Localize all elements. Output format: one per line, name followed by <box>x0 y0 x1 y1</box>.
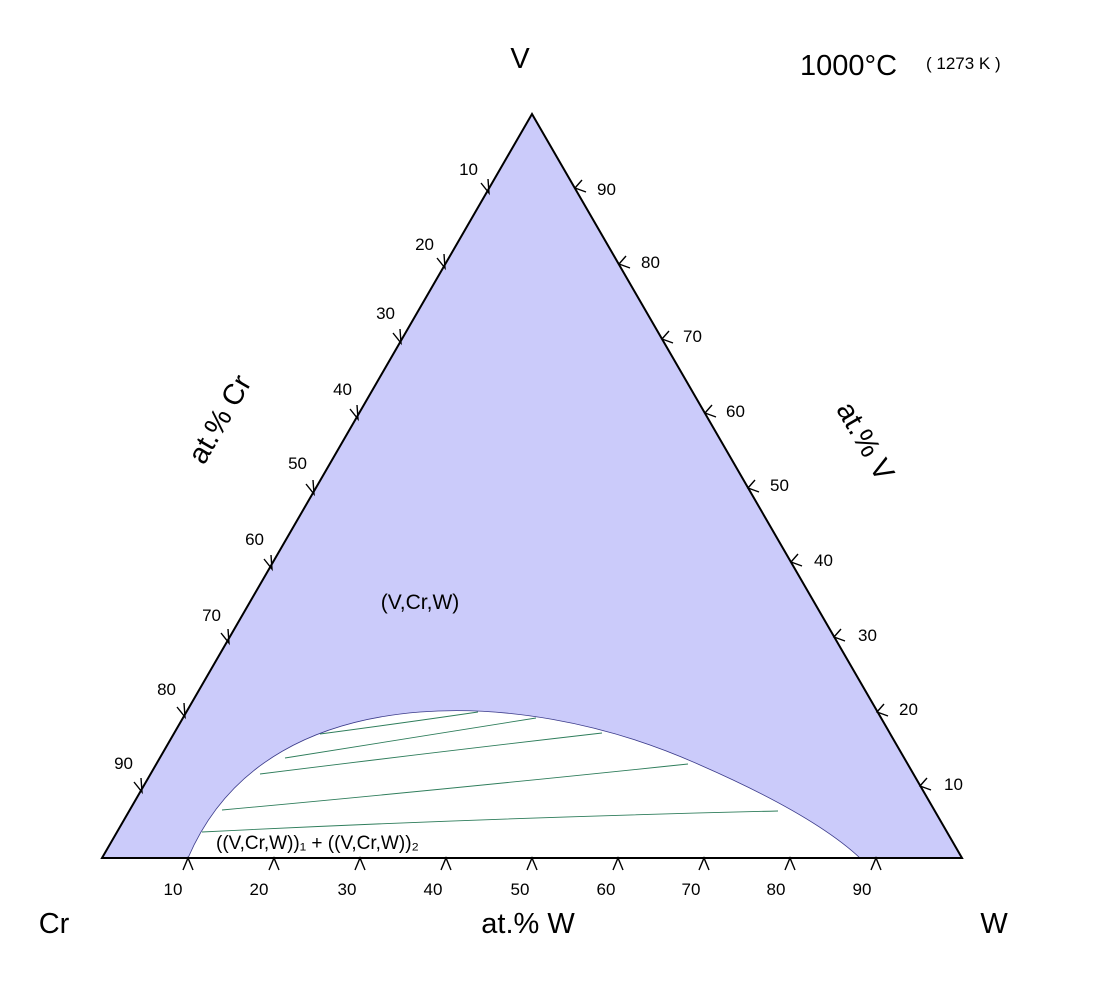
tick-mark <box>746 479 760 493</box>
tick-label: 70 <box>683 327 702 346</box>
tick-mark <box>182 856 194 871</box>
tick-label: 30 <box>338 880 357 899</box>
tick-label: 70 <box>682 880 701 899</box>
tick-mark <box>436 253 446 271</box>
component-label-top: V <box>510 43 530 75</box>
component-label-left: Cr <box>39 908 70 940</box>
tie-line <box>284 717 537 759</box>
region-label-two-phase: ((V,Cr,W))₁ + ((V,Cr,W))₂ <box>216 833 419 854</box>
tick-mark <box>349 404 359 422</box>
tick-mark <box>480 178 490 196</box>
tick-mark <box>526 856 538 871</box>
tick-mark <box>660 330 674 344</box>
tick-label: 50 <box>511 880 530 899</box>
tick-mark <box>133 777 143 795</box>
tick-label: 60 <box>726 402 745 421</box>
tick-mark <box>784 856 796 871</box>
tick-mark <box>617 255 631 269</box>
region-label-single-phase: (V,Cr,W) <box>381 591 460 614</box>
axis-title-right: at.% V <box>830 397 901 488</box>
tick-label: 40 <box>333 380 352 399</box>
tick-mark <box>870 856 882 871</box>
bottom-edge-tick-labels: 10 20 30 40 50 60 70 80 90 <box>164 880 872 899</box>
tick-label: 90 <box>597 180 616 199</box>
tick-label: 90 <box>853 880 872 899</box>
axis-title-left: at.% Cr <box>182 369 258 469</box>
single-phase-region <box>102 114 962 858</box>
tick-mark <box>305 479 315 497</box>
tick-mark <box>875 703 889 717</box>
component-label-right: W <box>980 908 1008 940</box>
tick-label: 80 <box>641 253 660 272</box>
tick-label: 10 <box>164 880 183 899</box>
tick-mark <box>220 628 230 646</box>
tick-mark <box>698 856 710 871</box>
tie-lines <box>201 711 779 833</box>
tick-label: 50 <box>288 454 307 473</box>
temperature-celsius: 1000°C <box>800 50 897 82</box>
tick-label: 70 <box>202 606 221 625</box>
tick-mark <box>612 856 624 871</box>
tick-mark <box>354 856 366 871</box>
tick-label: 30 <box>858 626 877 645</box>
tick-label: 20 <box>250 880 269 899</box>
tick-label: 40 <box>814 551 833 570</box>
tick-label: 80 <box>767 880 786 899</box>
tick-mark <box>392 328 402 346</box>
tick-mark <box>176 702 186 720</box>
tick-mark <box>918 777 932 791</box>
tick-label: 10 <box>944 775 963 794</box>
tick-marks <box>133 178 932 871</box>
tick-label: 20 <box>415 235 434 254</box>
tick-mark <box>263 554 273 572</box>
tick-mark <box>573 179 587 193</box>
tie-line <box>221 763 689 811</box>
tie-line <box>319 711 479 735</box>
tick-label: 80 <box>157 680 176 699</box>
tie-line <box>201 810 779 833</box>
tie-line <box>259 732 603 775</box>
tick-label: 30 <box>376 304 395 323</box>
tick-mark <box>440 856 452 871</box>
tick-mark <box>703 404 717 418</box>
left-edge-tick-labels: 10 20 30 40 50 60 70 80 90 <box>114 160 478 773</box>
tick-label: 40 <box>424 880 443 899</box>
tick-label: 20 <box>899 700 918 719</box>
tick-mark <box>832 628 846 642</box>
tick-mark <box>789 553 803 567</box>
two-phase-region <box>187 710 862 859</box>
right-edge-tick-labels: 90 80 70 60 50 40 30 20 10 <box>597 180 963 794</box>
tick-label: 60 <box>597 880 616 899</box>
axis-title-bottom: at.% W <box>481 908 575 940</box>
tick-mark <box>268 856 280 871</box>
tick-label: 60 <box>245 530 264 549</box>
temperature-kelvin: ( 1273 K ) <box>926 54 1001 73</box>
tick-label: 10 <box>459 160 478 179</box>
tick-label: 50 <box>770 476 789 495</box>
tick-label: 90 <box>114 754 133 773</box>
